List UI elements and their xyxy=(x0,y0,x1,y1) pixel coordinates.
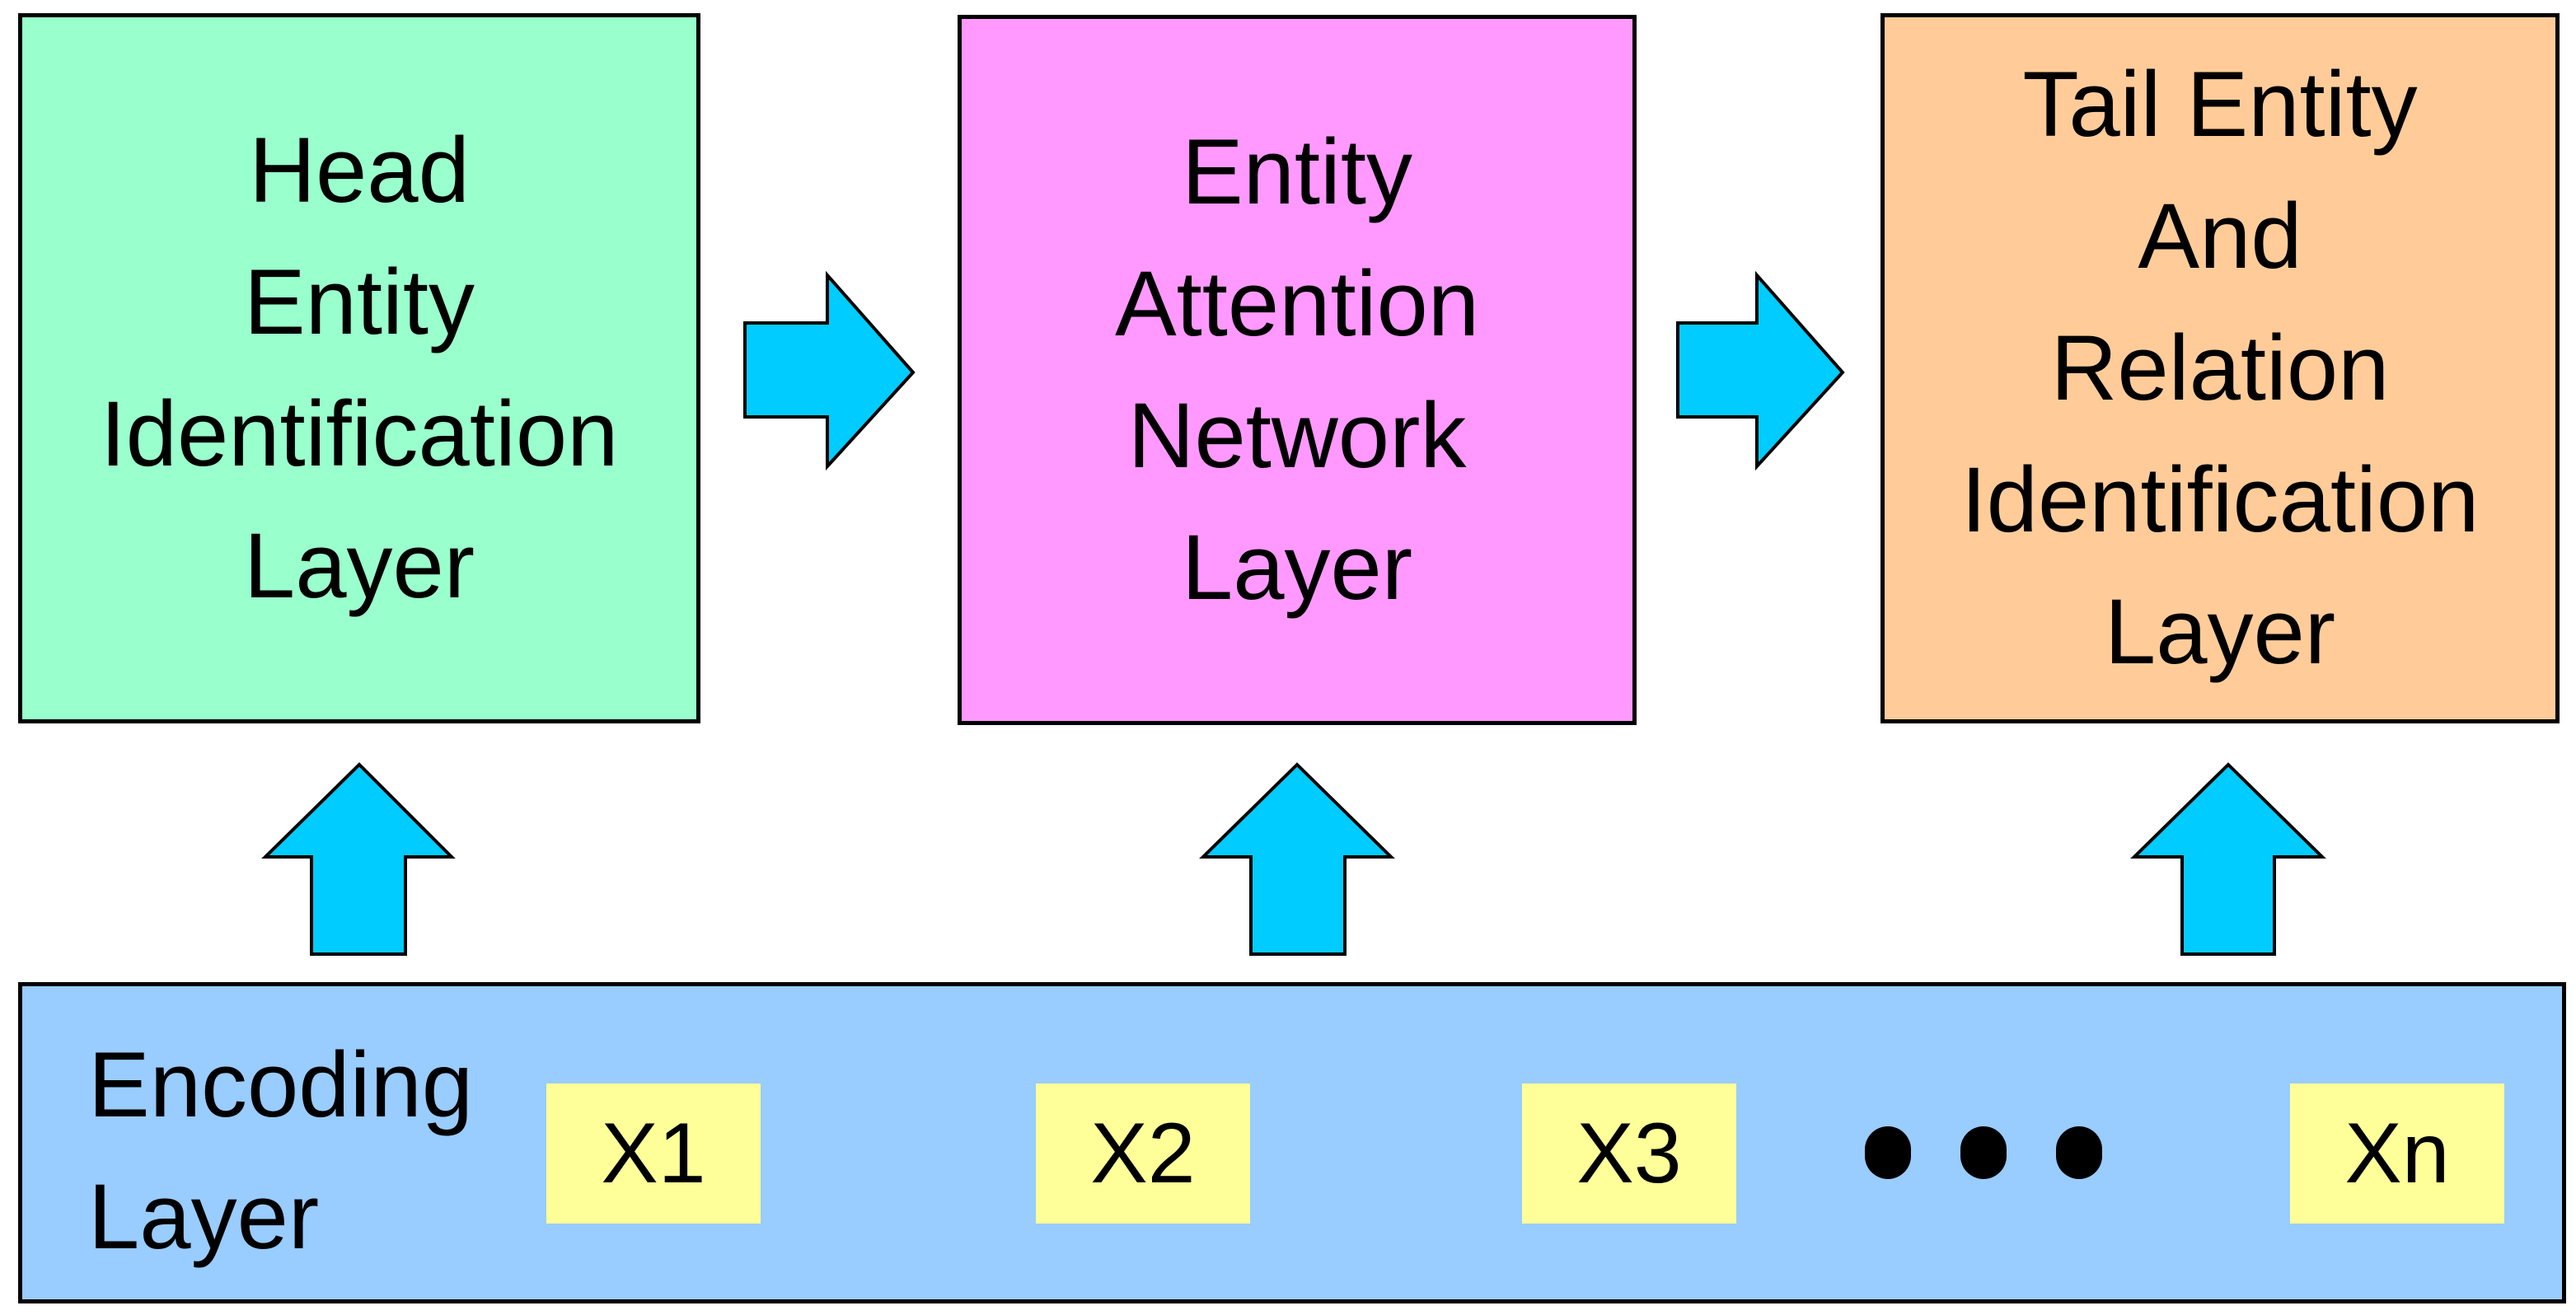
attention-block-line-1: Entity xyxy=(1181,120,1413,223)
attention-block-line-2: Attention xyxy=(1114,252,1480,355)
head-block-line-2: Entity xyxy=(243,250,475,353)
tail-block-line-1: Tail Entity xyxy=(2022,53,2418,156)
right-arrow-icon xyxy=(743,270,916,471)
tail-block-line-3: Relation xyxy=(2050,316,2390,419)
token-xn: Xn xyxy=(2290,1083,2504,1224)
ellipsis-dot xyxy=(1865,1126,1911,1179)
up-arrow-icon xyxy=(2130,762,2326,956)
tail-block-line-4: Identification xyxy=(1960,448,2480,551)
ellipsis-dot xyxy=(2056,1126,2102,1179)
tail-block-line-5: Layer xyxy=(2104,580,2336,683)
encoding-label-line-2: Layer xyxy=(88,1165,320,1268)
head-block-line-3: Identification xyxy=(100,382,619,485)
ellipsis-icon xyxy=(1865,1126,2129,1192)
up-arrow-icon xyxy=(1199,762,1395,956)
ellipsis-dot xyxy=(1960,1126,2007,1179)
head-block-line-1: Head xyxy=(249,119,470,222)
encoding-label-line-1: Encoding xyxy=(88,1033,474,1136)
tail-entity-relation-identification-layer: Tail Entity And Relation Identification … xyxy=(1880,13,2560,723)
head-entity-identification-layer: Head Entity Identification Layer xyxy=(18,13,700,723)
token-x1: X1 xyxy=(546,1083,761,1224)
tail-block-line-2: And xyxy=(2138,185,2302,288)
attention-block-line-4: Layer xyxy=(1181,516,1413,619)
encoding-layer-label: Encoding Layer xyxy=(88,1019,473,1283)
token-x3: X3 xyxy=(1522,1083,1736,1224)
head-block-line-4: Layer xyxy=(243,514,475,617)
entity-attention-network-layer: Entity Attention Network Layer xyxy=(958,15,1637,725)
attention-block-line-3: Network xyxy=(1127,384,1467,487)
token-x2: X2 xyxy=(1036,1083,1250,1224)
right-arrow-icon xyxy=(1676,270,1845,471)
up-arrow-icon xyxy=(261,762,456,956)
encoding-layer: Encoding Layer X1 X2 X3 Xn xyxy=(18,982,2566,1303)
